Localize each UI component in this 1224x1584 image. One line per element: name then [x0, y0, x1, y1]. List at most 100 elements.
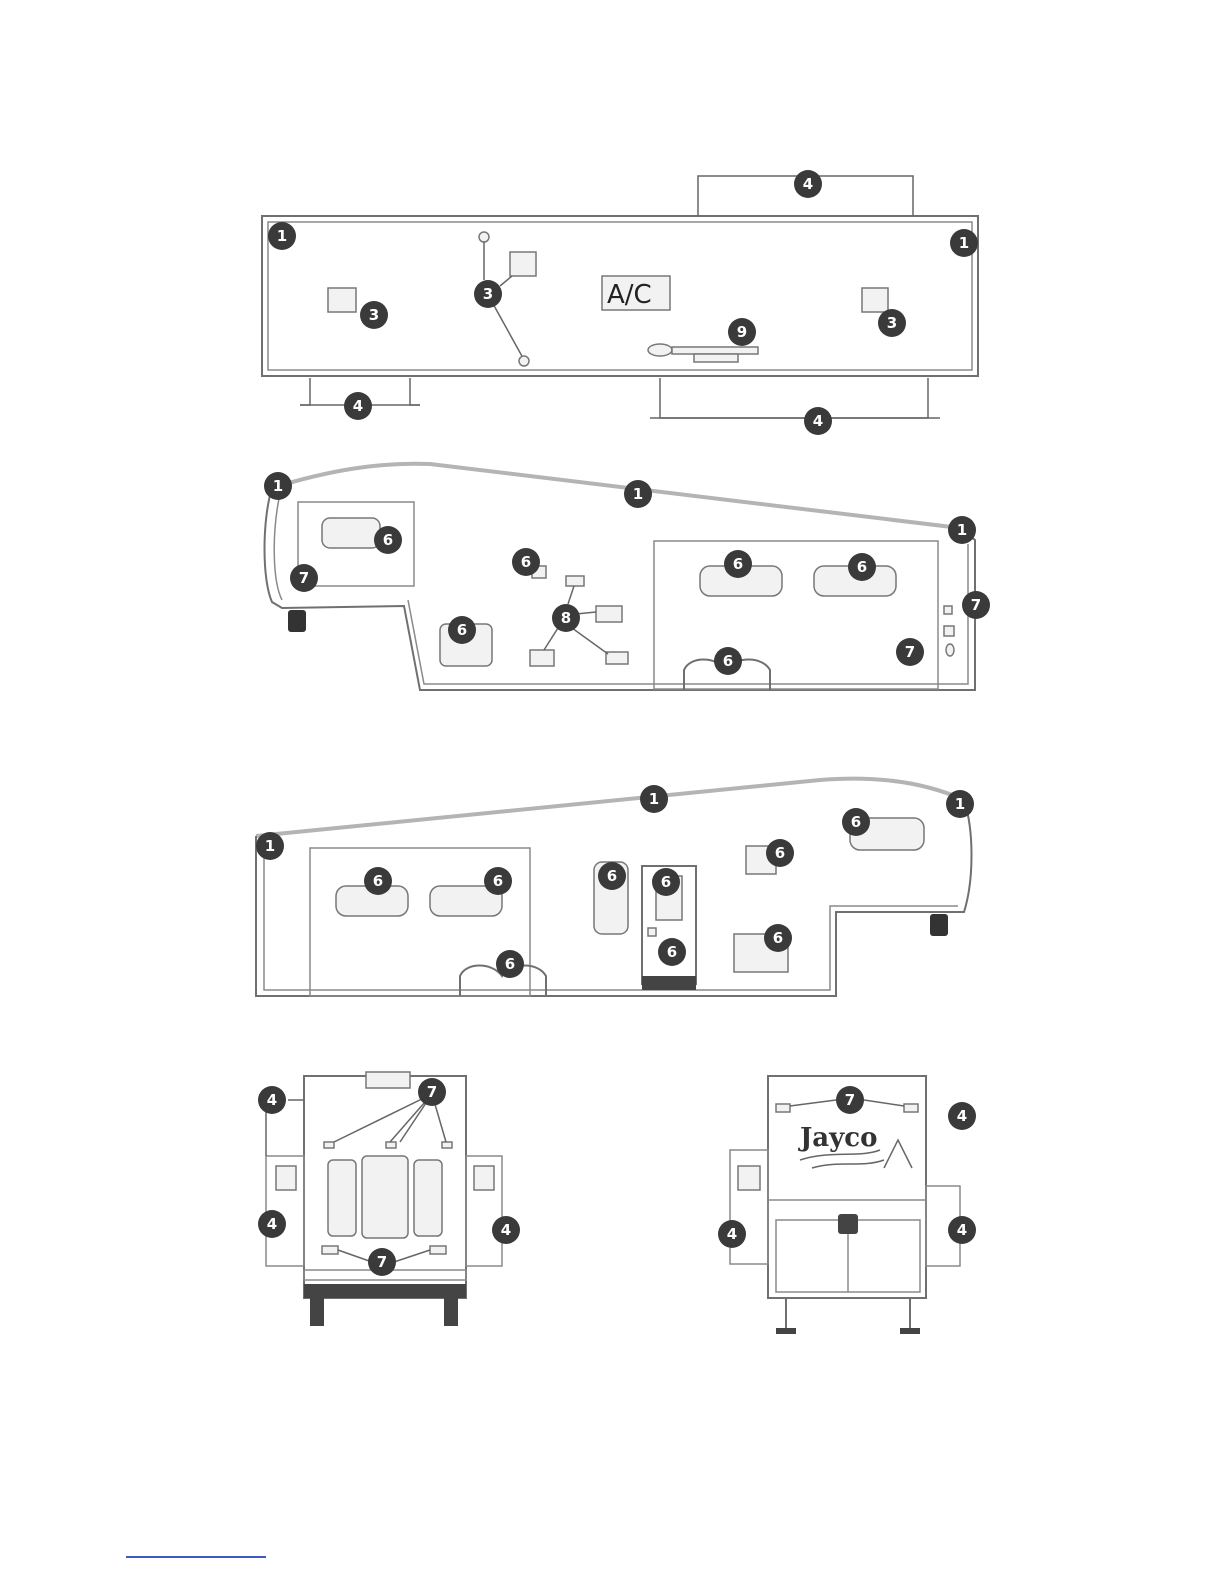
callout: 6	[512, 548, 540, 576]
svg-text:7: 7	[905, 643, 915, 661]
curb-side-view: 1 1 1 6 6 6 6 6 6 7 7 7 8	[264, 464, 990, 690]
callout: 7	[962, 591, 990, 619]
callout: 6	[724, 550, 752, 578]
svg-text:6: 6	[773, 929, 783, 947]
front-jack	[288, 610, 306, 632]
callout: 4	[948, 1102, 976, 1130]
callout: 7	[896, 638, 924, 666]
callout: 1	[268, 222, 296, 250]
svg-text:9: 9	[737, 323, 747, 341]
callout: 6	[448, 616, 476, 644]
svg-text:7: 7	[845, 1091, 855, 1109]
callout: 6	[658, 938, 686, 966]
svg-text:1: 1	[649, 790, 659, 808]
ac-label: A/C	[607, 280, 652, 310]
callout: 1	[950, 229, 978, 257]
svg-text:7: 7	[299, 569, 309, 587]
svg-text:4: 4	[813, 412, 823, 430]
callout: 1	[256, 832, 284, 860]
window	[322, 518, 380, 548]
callout: 4	[794, 170, 822, 198]
callout: 7	[290, 564, 318, 592]
callout: 7	[836, 1086, 864, 1114]
callout: 6	[496, 950, 524, 978]
svg-text:7: 7	[377, 1253, 387, 1271]
callout: 6	[714, 647, 742, 675]
svg-text:6: 6	[607, 867, 617, 885]
callout: 4	[258, 1086, 286, 1114]
callout: 1	[264, 472, 292, 500]
callout: 3	[474, 280, 502, 308]
svg-text:4: 4	[267, 1091, 277, 1109]
svg-text:6: 6	[723, 652, 733, 670]
svg-text:3: 3	[369, 306, 379, 324]
callout: 6	[848, 553, 876, 581]
svg-text:1: 1	[955, 795, 965, 813]
callout: 4	[492, 1216, 520, 1244]
callout: 1	[640, 785, 668, 813]
svg-text:6: 6	[775, 844, 785, 862]
footnote-rule	[126, 1556, 266, 1558]
callout: 1	[624, 480, 652, 508]
brand-logo: Jayco	[798, 1123, 877, 1153]
svg-text:3: 3	[483, 285, 493, 303]
svg-text:6: 6	[857, 558, 867, 576]
callout: 6	[598, 862, 626, 890]
svg-text:1: 1	[273, 477, 283, 495]
callout: 6	[484, 867, 512, 895]
callout: 3	[360, 301, 388, 329]
svg-text:6: 6	[521, 553, 531, 571]
svg-text:1: 1	[633, 485, 643, 503]
callout: 7	[368, 1248, 396, 1276]
svg-text:4: 4	[803, 175, 813, 193]
callout: 4	[804, 407, 832, 435]
callout: 1	[948, 516, 976, 544]
rear-jack	[930, 914, 948, 936]
svg-text:6: 6	[505, 955, 515, 973]
road-side-view: 1 1 1 6 6 6 6 6 6 6 6 6	[256, 779, 974, 996]
svg-text:4: 4	[267, 1215, 277, 1233]
svg-text:4: 4	[957, 1221, 967, 1239]
callout: 6	[842, 808, 870, 836]
svg-text:7: 7	[971, 596, 981, 614]
svg-text:3: 3	[887, 314, 897, 332]
callout: 1	[946, 790, 974, 818]
svg-text:6: 6	[851, 813, 861, 831]
top-view: A/C 1 1 3 3 3 4 4 4 9	[262, 170, 978, 435]
svg-text:4: 4	[501, 1221, 511, 1239]
svg-text:6: 6	[733, 555, 743, 573]
svg-text:6: 6	[667, 943, 677, 961]
callout: 4	[258, 1210, 286, 1238]
svg-text:6: 6	[661, 873, 671, 891]
callout: 6	[364, 867, 392, 895]
callout: 6	[374, 526, 402, 554]
svg-text:4: 4	[727, 1225, 737, 1243]
svg-text:1: 1	[277, 227, 287, 245]
callout: 4	[948, 1216, 976, 1244]
svg-text:4: 4	[957, 1107, 967, 1125]
roof-vent	[510, 252, 536, 276]
callout: 3	[878, 309, 906, 337]
callout: 6	[764, 924, 792, 952]
svg-text:4: 4	[353, 397, 363, 415]
callout: 9	[728, 318, 756, 346]
svg-text:6: 6	[457, 621, 467, 639]
roof-vent	[328, 288, 356, 312]
svg-text:8: 8	[561, 609, 571, 627]
callout: 6	[652, 868, 680, 896]
svg-text:1: 1	[959, 234, 969, 252]
callout: 8	[552, 604, 580, 632]
svg-text:1: 1	[957, 521, 967, 539]
svg-text:6: 6	[493, 872, 503, 890]
callout: 6	[766, 839, 794, 867]
svg-text:1: 1	[265, 837, 275, 855]
callout: 4	[344, 392, 372, 420]
callout: 7	[418, 1078, 446, 1106]
callout: 4	[718, 1220, 746, 1248]
roof-vent	[862, 288, 888, 312]
front-view: 4 4 4 7 7	[258, 1072, 520, 1326]
svg-text:6: 6	[373, 872, 383, 890]
rear-view: Jayco 7 4 4 4	[718, 1076, 976, 1334]
svg-text:6: 6	[383, 531, 393, 549]
